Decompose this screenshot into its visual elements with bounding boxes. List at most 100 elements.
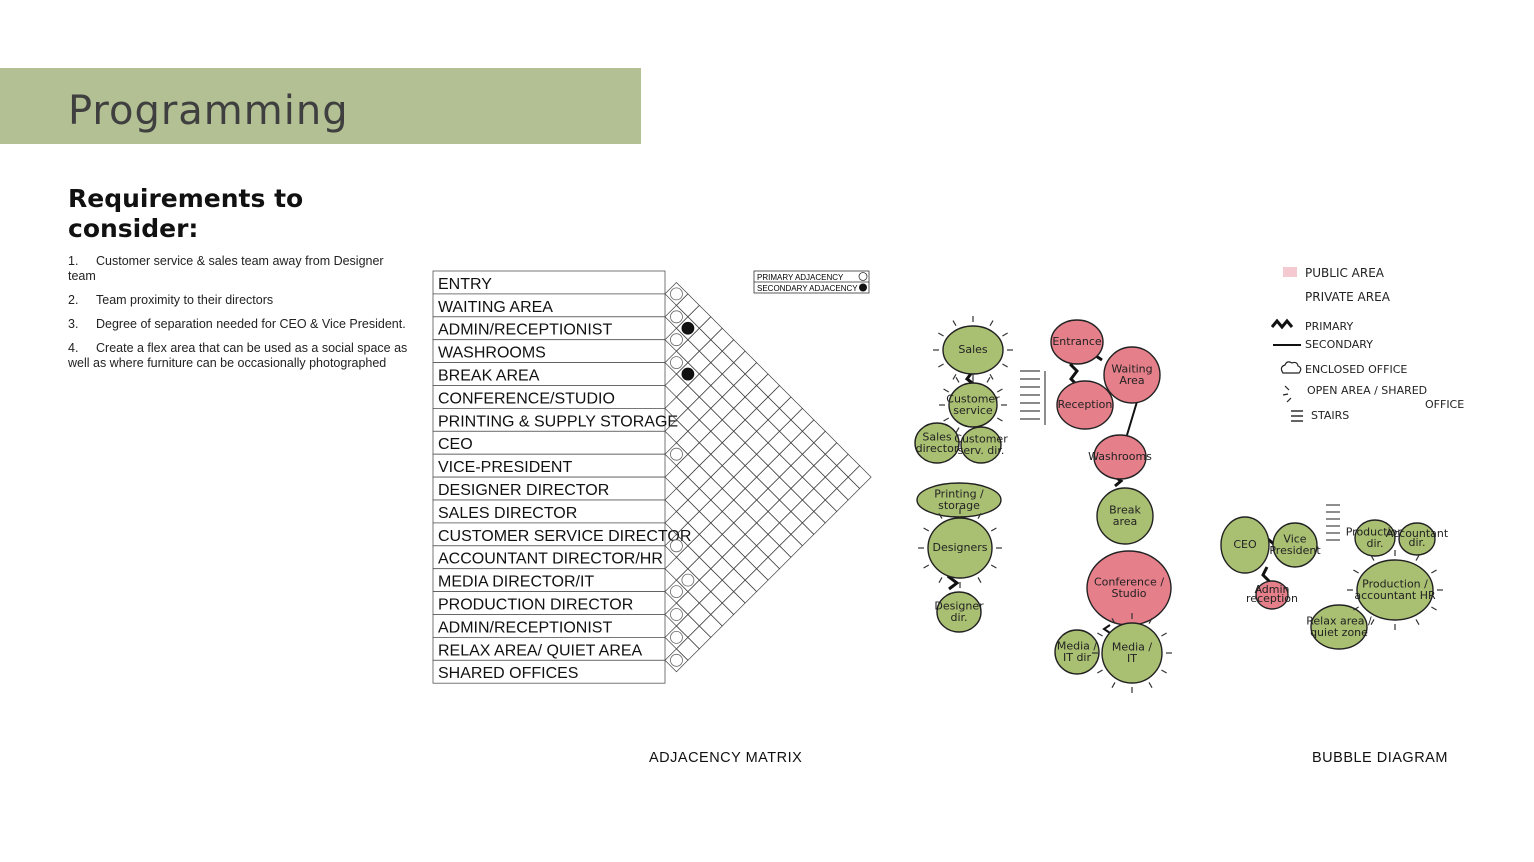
matrix-cell — [675, 499, 700, 524]
matrix-cell — [698, 545, 723, 570]
matrix-cell — [710, 419, 735, 444]
primary-adjacency-mark — [681, 573, 695, 587]
matrix-cell — [733, 510, 758, 535]
matrix-cell — [767, 545, 792, 570]
list-item: 4.Create a flex area that can be used as… — [68, 341, 408, 370]
secondary-adjacency-mark — [681, 321, 695, 335]
bubble-label: Relax area /quiet zone — [1306, 614, 1372, 639]
matrix-cell — [813, 499, 838, 524]
matrix-cell — [710, 465, 735, 490]
matrix-cell — [664, 488, 689, 512]
matrix-cell — [779, 488, 803, 512]
matrix-cell — [790, 522, 815, 547]
matrix-cell — [687, 442, 712, 467]
bubble-label: Media /IT — [1112, 640, 1153, 665]
legend-primary-circle — [858, 272, 868, 281]
matrix-cell — [710, 442, 735, 467]
bubble-label: Sales — [958, 343, 988, 356]
matrix-cell — [698, 339, 723, 364]
matrix-cell — [779, 442, 803, 467]
matrix-cell — [767, 499, 792, 524]
matrix-row-label: VICE-PRESIDENT — [438, 459, 572, 476]
matrix-cell — [756, 373, 780, 398]
matrix-cell — [687, 465, 712, 490]
primary-adjacency-mark — [670, 608, 683, 621]
matrix-cell — [767, 522, 792, 547]
matrix-cell — [733, 373, 758, 398]
list-item: 3.Degree of separation needed for CEO & … — [68, 317, 406, 331]
matrix-row-label: WAITING AREA — [438, 299, 553, 316]
matrix-cell — [779, 465, 803, 490]
matrix-cell — [698, 316, 723, 341]
matrix-cell — [721, 362, 746, 386]
matrix-cell — [756, 419, 780, 444]
matrix-cell — [664, 465, 689, 490]
matrix-cell — [779, 533, 803, 558]
bubble-label: CEO — [1233, 538, 1257, 551]
list-item: 1.Customer service & sales team away fro… — [68, 254, 384, 283]
matrix-cell — [721, 591, 746, 615]
bubble-production: Production /accountant HR — [1347, 550, 1443, 630]
bubble-diagram: PUBLIC AREA PRIVATE AREA PRIMARY SECONDA… — [914, 266, 1464, 693]
legend-primary-squiggle — [1270, 318, 1294, 330]
matrix-cell — [767, 407, 792, 432]
bubble-designers: Designers — [918, 508, 1002, 588]
matrix-cell — [721, 499, 746, 524]
matrix-cell — [801, 442, 826, 467]
matrix-row — [432, 659, 666, 684]
legend-primary-label: PRIMARY — [1305, 320, 1353, 333]
matrix-cell — [801, 488, 826, 512]
matrix-cell — [698, 591, 723, 615]
primary-adjacency-mark — [670, 356, 683, 369]
matrix-cell — [733, 419, 758, 444]
matrix-cell — [767, 385, 792, 409]
matrix-cell — [813, 430, 838, 455]
matrix-cell — [744, 522, 769, 547]
matrix-cell — [721, 522, 746, 547]
matrix-cell — [721, 476, 746, 501]
matrix-cell — [733, 350, 758, 375]
matrix-cell — [756, 556, 780, 581]
matrix-cell — [813, 453, 838, 478]
matrix-cell — [698, 522, 723, 547]
matrix-cell — [675, 407, 700, 432]
page-title: Programming — [68, 88, 349, 134]
matrix-cell — [675, 476, 700, 501]
matrix-cell — [733, 488, 758, 512]
requirements-list: 1.Customer service & sales team away fro… — [68, 254, 410, 380]
legend-public-label: PUBLIC AREA — [1305, 266, 1385, 280]
legend-secondary-label: SECONDARY ADJACENCY — [757, 284, 858, 293]
matrix-cell — [721, 545, 746, 570]
stairs-icon — [1326, 504, 1340, 541]
matrix-cell — [687, 488, 712, 512]
primary-adjacency-mark — [670, 630, 683, 644]
matrix-caption: ADJACENCY MATRIX — [649, 750, 803, 766]
matrix-cell — [847, 465, 872, 490]
matrix-cell — [836, 453, 861, 478]
stairs-icon — [1020, 370, 1046, 425]
matrix-cell — [721, 568, 746, 593]
matrix-cell — [733, 465, 758, 490]
header-band — [0, 68, 641, 144]
bubble-label: Conference /Studio — [1094, 575, 1164, 600]
matrix-cell — [710, 488, 735, 512]
matrix-cell — [710, 373, 735, 398]
matrix-cell — [801, 510, 826, 535]
matrix-cell — [744, 385, 769, 409]
matrix-cell — [779, 510, 803, 535]
matrix-cell — [710, 602, 735, 627]
matrix-row-label: SALES DIRECTOR — [438, 505, 577, 522]
matrix-cell — [744, 476, 769, 501]
matrix-cell — [733, 579, 758, 604]
